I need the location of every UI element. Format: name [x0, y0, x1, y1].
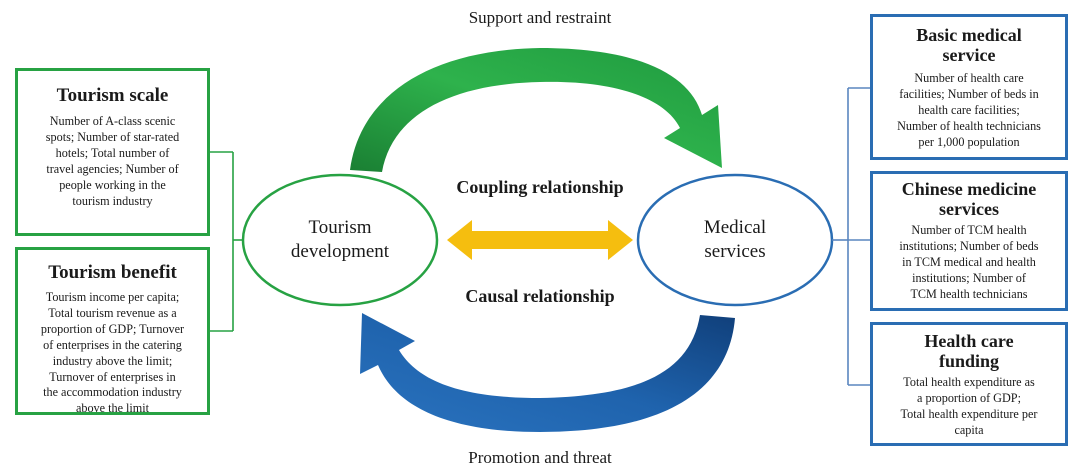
- body-line: Total health expenditure as: [903, 375, 1035, 390]
- body-line: Turnover of enterprises in: [49, 369, 176, 384]
- box-body: Number of health care facilities; Number…: [873, 71, 1065, 150]
- body-line: people working in the: [59, 177, 166, 192]
- tourism-development-line1: Tourism: [308, 217, 372, 238]
- title-line: service: [942, 45, 996, 66]
- body-line: the accommodation industry: [43, 385, 182, 400]
- body-line: proportion of GDP; Turnover: [40, 321, 185, 336]
- tourism-development-label: Tourism development: [260, 216, 420, 264]
- right-connector: [832, 87, 870, 386]
- support-restraint-arrow: [350, 48, 722, 172]
- promotion-threat-label: Promotion and threat: [468, 448, 612, 467]
- medical-services-line2: services: [704, 240, 766, 262]
- causal-relationship-label: Causal relationship: [465, 286, 615, 306]
- box-title: Basic medical service: [873, 25, 1065, 65]
- coupling-double-arrow: [447, 220, 633, 260]
- body-line: hotels; Total number of: [55, 145, 170, 160]
- title-line: Chinese medicine: [901, 179, 1037, 199]
- coupling-relationship-label: Coupling relationship: [456, 177, 624, 197]
- body-line: Tourism income per capita;: [45, 290, 180, 305]
- body-line: in TCM medical and health: [902, 255, 1036, 270]
- box-title: Chinese medicine services: [873, 179, 1065, 219]
- box-body: Number of TCM health institutions; Numbe…: [873, 223, 1065, 302]
- box-title: Tourism scale: [56, 85, 169, 106]
- body-line: Total health expenditure per: [900, 407, 1038, 422]
- medical-services-label: Medical services: [655, 216, 815, 264]
- support-restraint-label: Support and restraint: [468, 8, 612, 27]
- tourism-scale-box: Tourism scale Number of A-class scenic s…: [15, 68, 210, 236]
- left-connector: [210, 151, 243, 332]
- title-line: funding: [938, 351, 1000, 372]
- body-line: Number of health technicians: [897, 118, 1041, 133]
- medical-services-line1: Medical: [703, 217, 767, 238]
- promotion-threat-arrow: [360, 313, 735, 432]
- box-body: Total health expenditure as a proportion…: [873, 375, 1065, 438]
- body-line: a proportion of GDP;: [917, 391, 1021, 406]
- tourism-development-line2: development: [290, 240, 390, 262]
- box-title: Tourism benefit: [48, 262, 177, 283]
- body-line: institutions; Number of: [912, 270, 1026, 285]
- chinese-medicine-services-box: Chinese medicine services Number of TCM …: [870, 171, 1068, 311]
- body-line: of enterprises in the catering: [43, 337, 182, 352]
- body-line: Number of TCM health: [911, 223, 1027, 238]
- body-line: Number of A-class scenic: [49, 114, 176, 129]
- health-care-funding-box: Health care funding Total health expendi…: [870, 322, 1068, 446]
- body-line: travel agencies; Number of: [46, 161, 179, 176]
- body-line: TCM health technicians: [910, 286, 1028, 301]
- body-line: Number of health care: [914, 71, 1024, 86]
- body-line: health care facilities;: [918, 103, 1020, 118]
- body-line: industry above the limit;: [52, 353, 173, 368]
- body-line: institutions; Number of beds: [899, 239, 1039, 254]
- body-line: spots; Number of star-rated: [45, 130, 180, 145]
- tourism-benefit-box: Tourism benefit Tourism income per capit…: [15, 247, 210, 415]
- title-line: Health care: [924, 331, 1014, 351]
- box-title: Health care funding: [873, 331, 1065, 371]
- basic-medical-service-box: Basic medical service Number of health c…: [870, 14, 1068, 160]
- body-line: per 1,000 population: [918, 134, 1020, 149]
- body-line: above the limit: [75, 401, 150, 416]
- box-body: Number of A-class scenic spots; Number o…: [18, 114, 207, 209]
- title-line: services: [939, 199, 999, 220]
- body-line: facilities; Number of beds in: [899, 87, 1039, 102]
- body-line: tourism industry: [72, 193, 153, 208]
- body-line: Total tourism revenue as a: [48, 306, 177, 321]
- body-line: capita: [954, 422, 984, 437]
- title-line: Basic medical: [916, 25, 1022, 45]
- box-body: Tourism income per capita; Total tourism…: [18, 290, 207, 417]
